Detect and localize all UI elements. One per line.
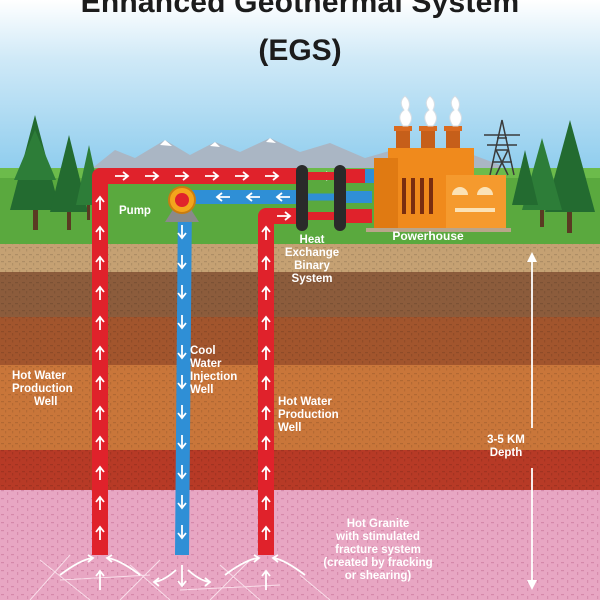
trees-right [512, 120, 595, 233]
powerhouse-label: Powerhouse [392, 229, 464, 243]
fracture-lines [29, 554, 331, 600]
pump-label: Pump [119, 205, 151, 217]
depth-arrow [527, 252, 537, 590]
fracture-flow-arrows [59, 554, 306, 590]
powerhouse-icon [366, 126, 511, 232]
steam-icon [399, 95, 462, 127]
hot-water-production-well-left [92, 168, 300, 555]
heat-exchange-label: Heat Exchange Binary System [284, 234, 340, 285]
page-title: Enhanced Geothermal System [80, 0, 520, 19]
page-subtitle: (EGS) [258, 34, 342, 67]
heat-exchanger-icon [296, 165, 346, 231]
pump-icon [165, 186, 199, 222]
hot-water-well-right-label: Hot Water Production Well [278, 396, 339, 434]
hot-water-well-left-label: Hot Water Production Well [12, 370, 73, 408]
power-pylon [484, 119, 520, 176]
depth-label: 3-5 KM Depth [487, 434, 525, 459]
cool-water-well-label: Cool Water Injection Well [190, 345, 238, 396]
hot-granite-label: Hot Granite with stimulated fracture sys… [323, 518, 433, 582]
sky [0, 0, 600, 170]
